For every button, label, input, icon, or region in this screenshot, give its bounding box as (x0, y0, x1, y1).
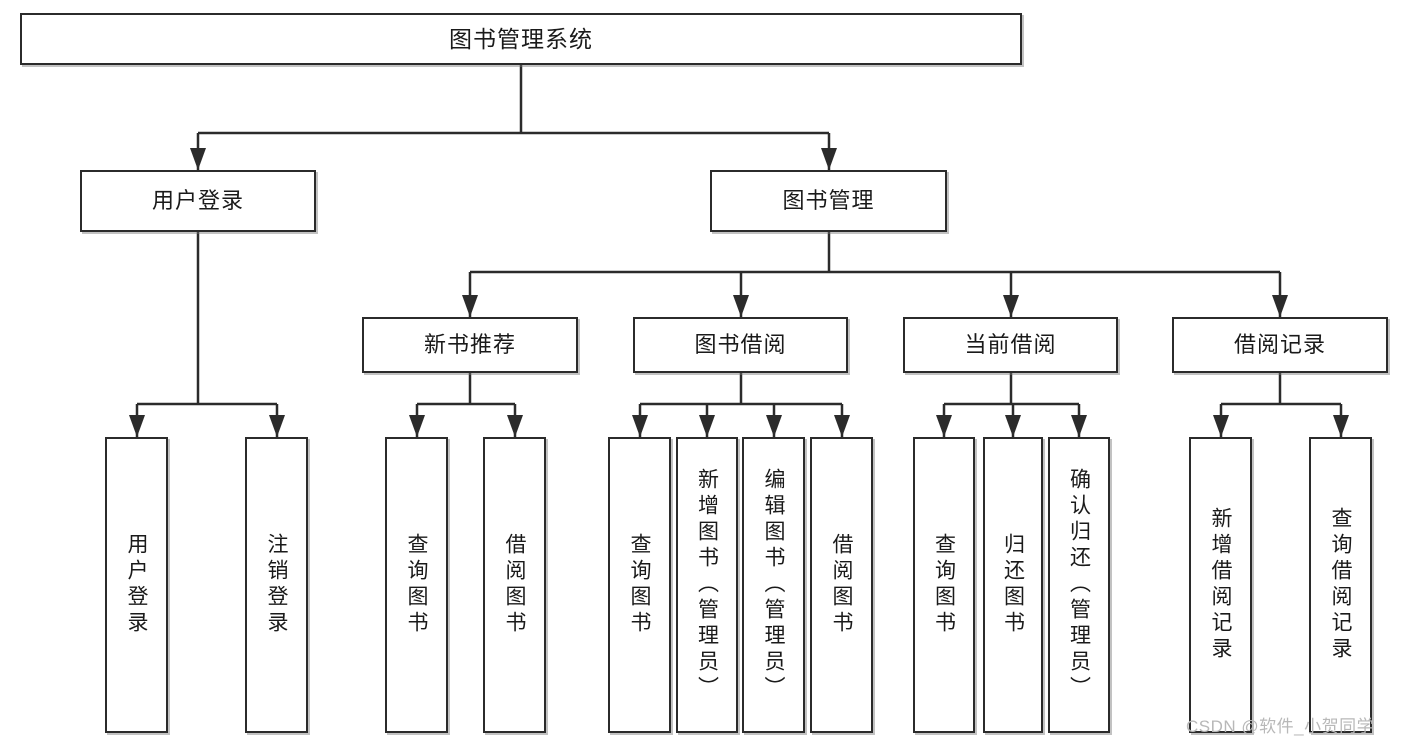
arrowhead-icon (733, 295, 749, 317)
arrowhead-icon (462, 295, 478, 317)
node-leaf-br-add[interactable]: 新增借阅记录 (1189, 437, 1252, 733)
arrowhead-icon (1333, 415, 1349, 437)
arrowhead-icon (936, 415, 952, 437)
arrowhead-icon (409, 415, 425, 437)
node-current-borrow[interactable]: 当前借阅 (903, 317, 1118, 373)
node-root[interactable]: 图书管理系统 (20, 13, 1022, 65)
node-leaf-br-query[interactable]: 查询借阅记录 (1309, 437, 1372, 733)
node-leaf-cb-return[interactable]: 归还图书 (983, 437, 1043, 733)
node-book-manage[interactable]: 图书管理 (710, 170, 947, 232)
node-leaf-bb-add[interactable]: 新增图书（管理员） (676, 437, 738, 733)
node-label: 用户登录 (151, 188, 244, 214)
node-label: 查询图书 (932, 533, 956, 637)
node-label: 新增借阅记录 (1209, 507, 1232, 663)
node-new-book-rec[interactable]: 新书推荐 (362, 317, 578, 373)
node-label: 借阅图书 (503, 533, 526, 637)
node-label: 确认归还（管理员） (1067, 468, 1091, 702)
arrowhead-icon (190, 148, 206, 170)
node-book-borrow[interactable]: 图书借阅 (633, 317, 848, 373)
arrowhead-icon (1071, 415, 1087, 437)
arrowhead-icon (632, 415, 648, 437)
arrowhead-icon (766, 415, 782, 437)
node-leaf-rec-query[interactable]: 查询图书 (385, 437, 448, 733)
node-label: 用户登录 (125, 533, 148, 637)
arrowhead-icon (1272, 295, 1288, 317)
node-label: 当前借阅 (964, 332, 1057, 358)
arrowhead-icon (507, 415, 523, 437)
node-leaf-cb-confirm[interactable]: 确认归还（管理员） (1048, 437, 1110, 733)
node-label: 借阅图书 (830, 533, 853, 637)
node-label: 编辑图书（管理员） (762, 468, 785, 702)
arrowhead-icon (129, 415, 145, 437)
arrowhead-icon (1005, 415, 1021, 437)
node-label: 查询图书 (405, 533, 428, 637)
node-label: 注销登录 (265, 533, 288, 637)
node-label: 借阅记录 (1233, 332, 1326, 358)
node-borrow-record[interactable]: 借阅记录 (1172, 317, 1388, 373)
node-leaf-user-logout[interactable]: 注销登录 (245, 437, 308, 733)
node-label: 图书管理系统 (449, 25, 593, 52)
arrowhead-icon (1213, 415, 1229, 437)
node-label: 图书管理 (782, 188, 875, 214)
arrowhead-icon (821, 148, 837, 170)
node-label: 查询图书 (628, 533, 651, 637)
node-leaf-cb-query[interactable]: 查询图书 (913, 437, 975, 733)
node-leaf-rec-borrow[interactable]: 借阅图书 (483, 437, 546, 733)
node-user-login[interactable]: 用户登录 (80, 170, 316, 232)
node-label: 新增图书（管理员） (695, 468, 719, 702)
arrowhead-icon (699, 415, 715, 437)
arrowhead-icon (834, 415, 850, 437)
arrowhead-icon (1003, 295, 1019, 317)
node-label: 查询借阅记录 (1329, 507, 1352, 663)
node-leaf-user-login[interactable]: 用户登录 (105, 437, 168, 733)
node-label: 归还图书 (1001, 533, 1025, 637)
node-leaf-bb-borrow[interactable]: 借阅图书 (810, 437, 873, 733)
node-label: 图书借阅 (694, 332, 787, 358)
node-label: 新书推荐 (423, 332, 516, 358)
node-leaf-bb-query[interactable]: 查询图书 (608, 437, 671, 733)
arrowhead-icon (269, 415, 285, 437)
node-leaf-bb-edit[interactable]: 编辑图书（管理员） (742, 437, 805, 733)
